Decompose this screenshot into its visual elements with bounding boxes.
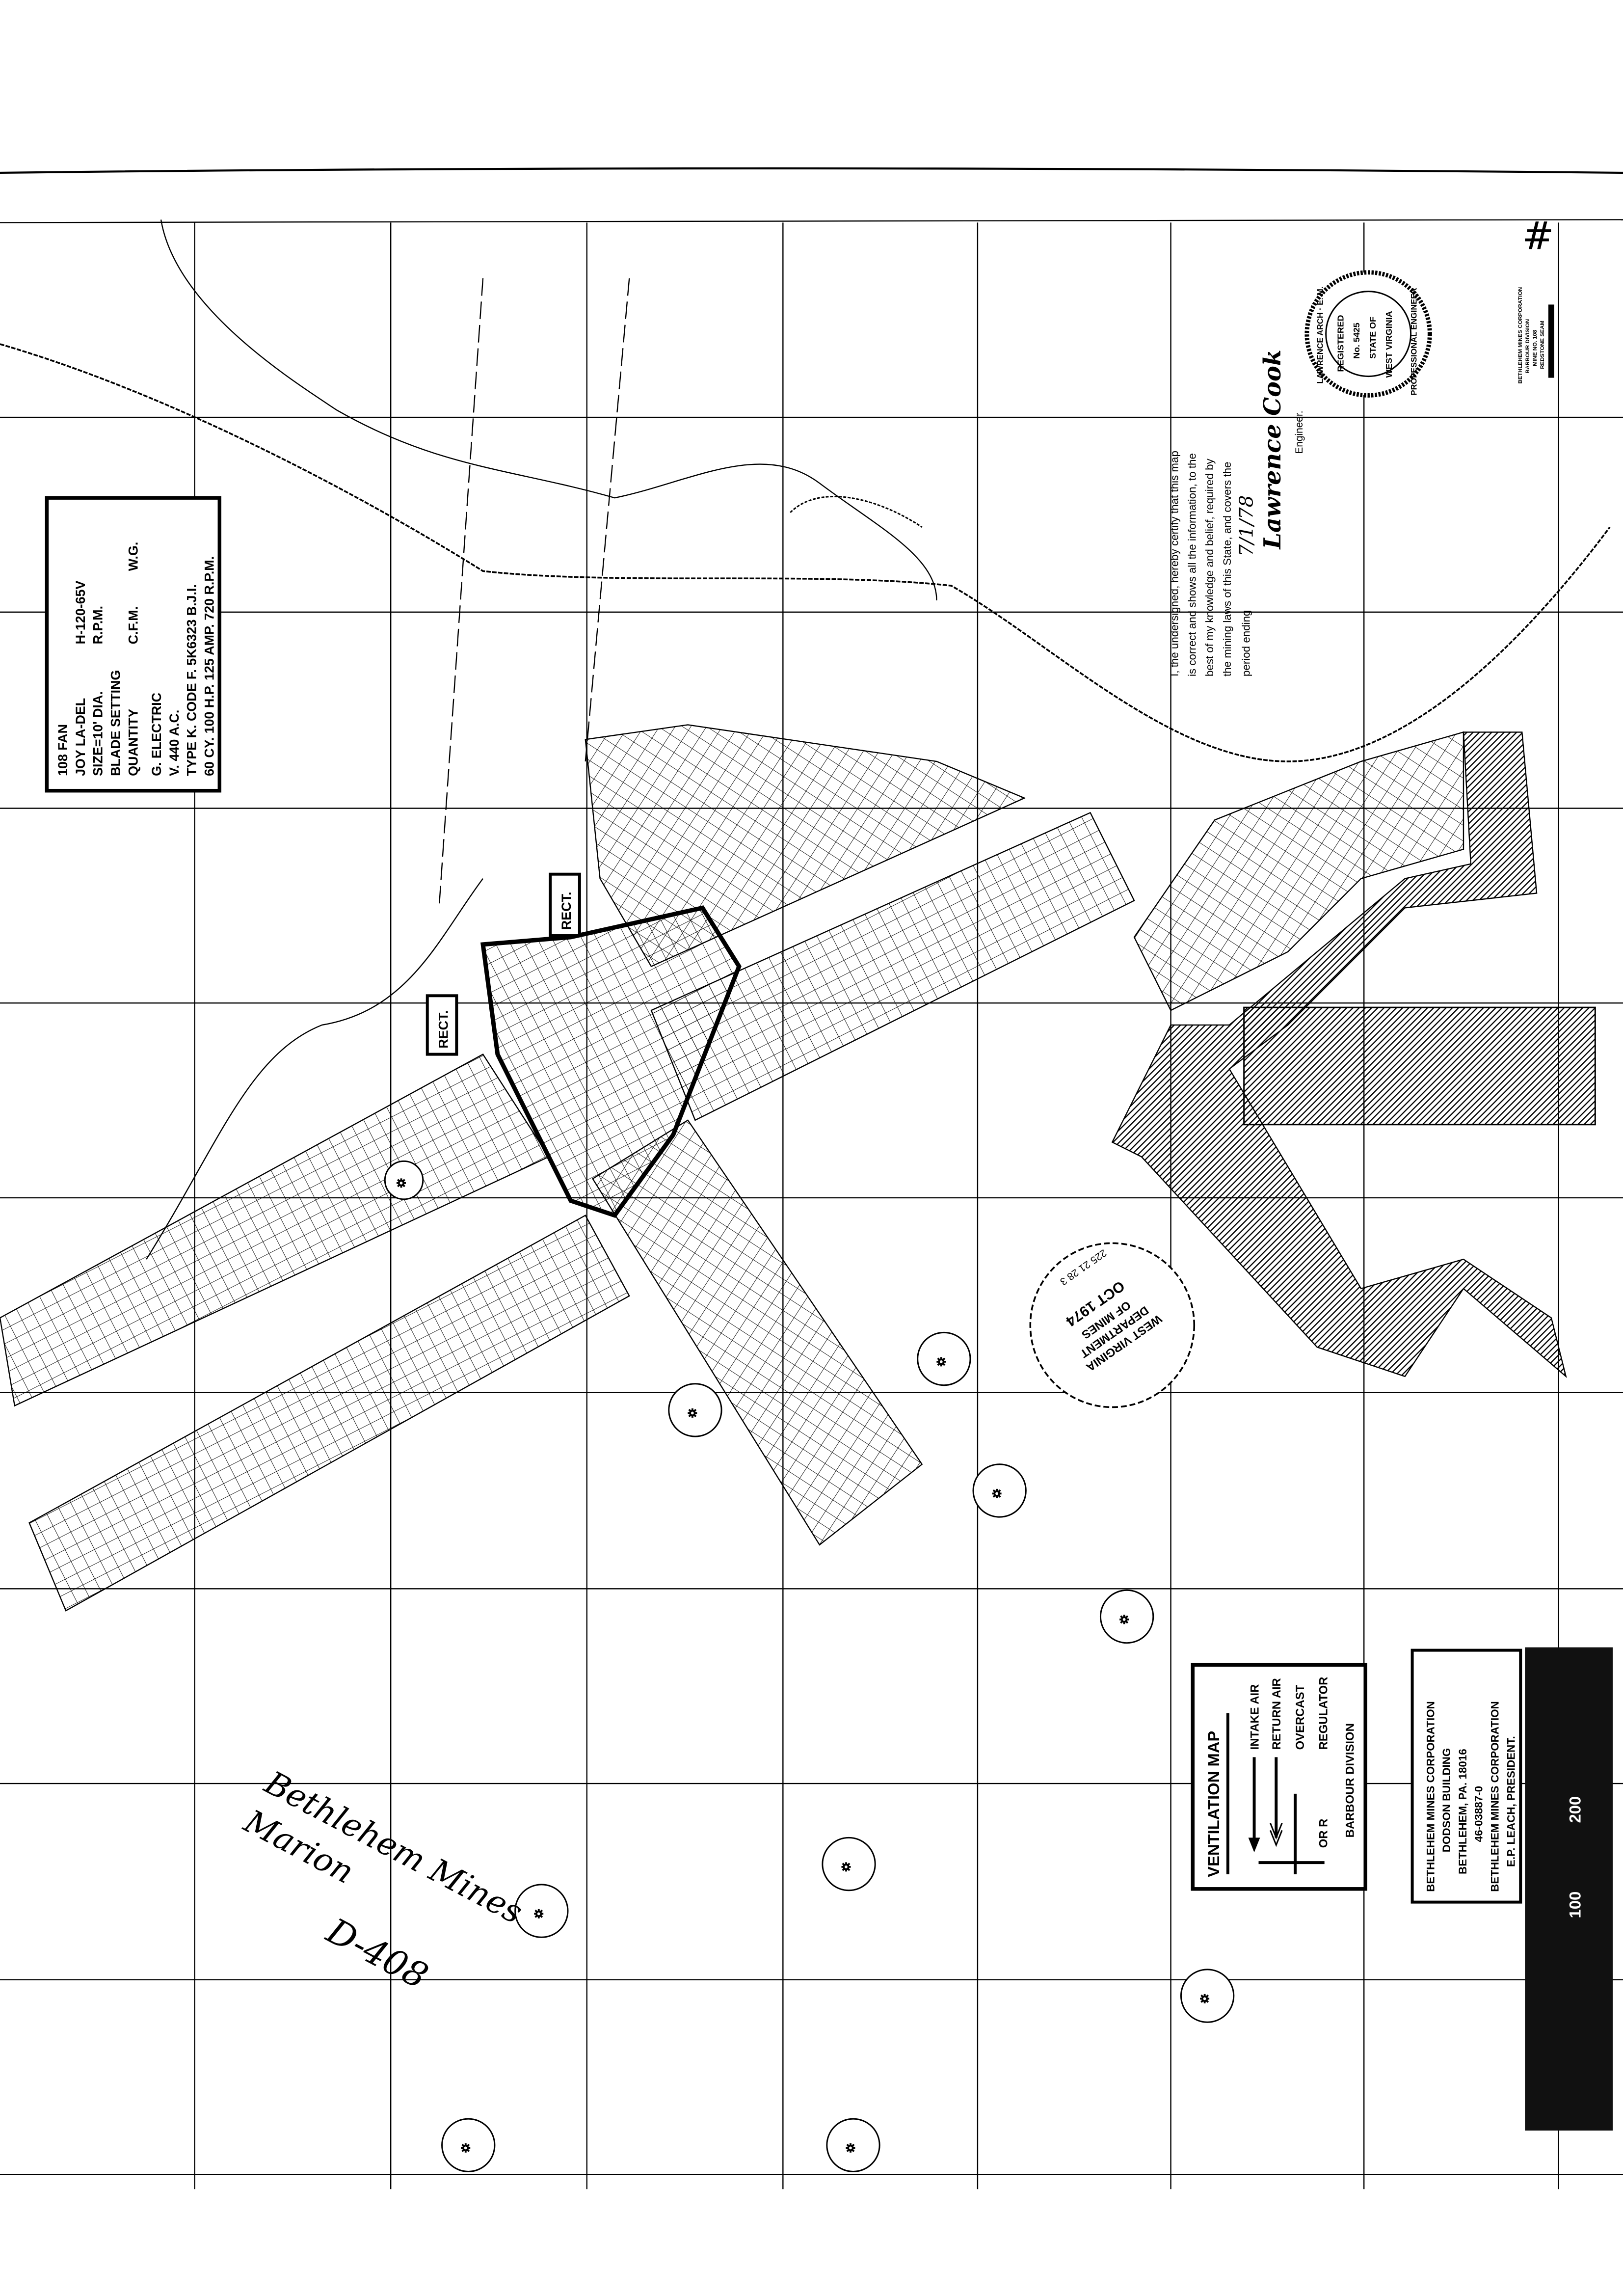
- svg-text:REGULATOR: REGULATOR: [1317, 1677, 1330, 1750]
- motor-voltage: V. 440 A.C.: [167, 710, 182, 776]
- fan-symbol-icon: ☼: [514, 1884, 569, 1938]
- fan-symbol-icon: ☼: [668, 1383, 722, 1437]
- svg-text:LAWRENCE ARCH · E. M.: LAWRENCE ARCH · E. M.: [1316, 287, 1325, 384]
- svg-text:☼: ☼: [845, 2139, 857, 2154]
- scale-bar: 100 200: [1525, 1647, 1613, 2131]
- svg-text:BETHLEHEM MINES CORPORATION: BETHLEHEM MINES CORPORATION: [1489, 1701, 1501, 1891]
- svg-text:RECT.: RECT.: [559, 892, 574, 930]
- mine-workings: [0, 724, 1596, 1612]
- cert-date: 7/1/78: [1236, 495, 1258, 557]
- svg-text:OR R: OR R: [1317, 1819, 1330, 1848]
- svg-text:E.P. LEACH, PRESIDENT.: E.P. LEACH, PRESIDENT.: [1505, 1736, 1517, 1867]
- cert-line: best of my knowledge and belief, require…: [1203, 458, 1216, 676]
- workings-south-entries: [592, 1119, 923, 1546]
- svg-text:☼: ☼: [1198, 1990, 1211, 2004]
- engineer-certification: I, the undersigned, hereby certify that …: [1168, 350, 1304, 676]
- svg-text:☼: ☼: [935, 1353, 947, 1368]
- cert-line: the mining laws of this State, and cover…: [1221, 462, 1233, 677]
- department-of-mines-stamp: WEST VIRGINIA DEPARTMENT OF MINES OCT 19…: [1029, 1242, 1196, 1408]
- fan-symbol-icon: ☼: [384, 1160, 424, 1200]
- rectifier-label: RECT.: [426, 994, 458, 1056]
- fan-rpm-label: R.P.M.: [91, 606, 106, 645]
- svg-text:REGISTERED: REGISTERED: [1335, 315, 1345, 372]
- svg-text:☼: ☼: [459, 2139, 472, 2154]
- svg-text:STATE OF: STATE OF: [1368, 317, 1378, 359]
- fan-symbol-icon: ☼: [1180, 1969, 1235, 2023]
- fan-symbols: ☼ ☼ ☼ ☼ ☼ ☼ ☼ ☼ ☼ ☼: [384, 1160, 1235, 2172]
- workings-southwest-entries: [28, 1215, 630, 1612]
- cert-line: is correct and shows all the information…: [1186, 453, 1198, 676]
- svg-text:PROFESSIONAL ENGINEER: PROFESSIONAL ENGINEER: [1410, 288, 1419, 395]
- fan-quantity: QUANTITY: [126, 709, 140, 776]
- svg-text:D-408: D-408: [319, 1910, 434, 1997]
- svg-text:BETHLEHEM, PA. 18016: BETHLEHEM, PA. 18016: [1457, 1749, 1469, 1874]
- svg-text:WEST VIRGINIA: WEST VIRGINIA: [1384, 311, 1394, 378]
- svg-text:☼: ☼: [687, 1404, 699, 1419]
- svg-text:BARBOUR DIVISION: BARBOUR DIVISION: [1525, 319, 1531, 374]
- motor-make: G. ELECTRIC: [149, 693, 164, 776]
- return-air-arrow-icon: [1269, 1757, 1283, 1847]
- railroad-line: [0, 343, 1611, 762]
- scale-label: 200: [1566, 1796, 1584, 1823]
- motor-type: TYPE K. CODE F. 5K6323 B.J.I.: [185, 584, 199, 776]
- ventilation-legend: VENTILATION MAP INTAKE AIR RETURN AIR OV…: [1191, 1663, 1367, 1891]
- professional-engineer-seal: LAWRENCE ARCH · E. M. REGISTERED No. 542…: [1304, 270, 1432, 398]
- svg-text:No. 5425: No. 5425: [1352, 323, 1361, 359]
- intake-air-arrow-icon: [1248, 1757, 1260, 1853]
- svg-text:BETHLEHEM MINES CORPORATION: BETHLEHEM MINES CORPORATION: [1424, 1701, 1437, 1891]
- svg-text:46-03887-0: 46-03887-0: [1473, 1786, 1485, 1842]
- coordinate-grid: [0, 167, 1623, 2189]
- fan-symbol-icon: ☼: [1099, 1589, 1154, 1644]
- fan-cfm-label: C.F.M.: [126, 606, 140, 645]
- svg-text:MINE NO. 108: MINE NO. 108: [1532, 330, 1538, 366]
- fan-info-box: 108 FAN JOY LA-DEL H-120-65V SIZE=10' DI…: [45, 496, 222, 793]
- fan-symbol-icon: ☼: [917, 1331, 971, 1386]
- rectifier-label: RECT.: [549, 872, 581, 937]
- fan-size: SIZE=10' DIA.: [91, 691, 106, 776]
- handwritten-annotation: Bethlehem Mines Marion D-408: [238, 1764, 529, 1997]
- svg-text:BETHLEHEM MINES CORPORATION: BETHLEHEM MINES CORPORATION: [1517, 287, 1523, 384]
- scale-label: 100: [1566, 1891, 1584, 1918]
- fan-model: H-120-65V: [73, 581, 88, 645]
- legend-title: VENTILATION MAP: [1204, 1731, 1223, 1877]
- fan-symbol-icon: ☼: [822, 1837, 876, 1891]
- corner-handwritten-mark: #: [1522, 214, 1554, 258]
- svg-text:INTAKE AIR: INTAKE AIR: [1248, 1684, 1261, 1750]
- cert-line: I, the undersigned, hereby certify that …: [1168, 451, 1180, 676]
- fan-blade-setting: BLADE SETTING: [108, 670, 123, 776]
- fan-symbol-icon: ☼: [826, 2118, 880, 2172]
- svg-text:OVERCAST: OVERCAST: [1294, 1684, 1307, 1750]
- stream-line: [160, 219, 937, 600]
- svg-text:☼: ☼: [991, 1485, 1003, 1499]
- workings-north-panel: [585, 724, 1026, 968]
- svg-text:REDSTONE SEAM: REDSTONE SEAM: [1540, 321, 1545, 369]
- surface-features: [0, 219, 1611, 1260]
- corner-title-block: BETHLEHEM MINES CORPORATION BARBOUR DIVI…: [1517, 214, 1554, 383]
- company-title-block: BETHLEHEM MINES CORPORATION DODSON BUILD…: [1410, 1648, 1522, 1904]
- workings-east-town: [1133, 731, 1464, 1011]
- road-line: [146, 878, 484, 1260]
- svg-text:☼: ☼: [840, 1858, 852, 1873]
- svg-text:DODSON BUILDING: DODSON BUILDING: [1440, 1748, 1453, 1852]
- svg-text:RECT.: RECT.: [436, 1010, 451, 1049]
- motor-rating: 60 CY. 100 H.P. 125 AMP. 720 R.P.M.: [202, 556, 216, 776]
- svg-text:☼: ☼: [395, 1174, 407, 1189]
- workings-main-section: [480, 905, 742, 1218]
- property-line: [438, 278, 630, 908]
- fan-wg-label: W.G.: [126, 542, 140, 571]
- overcast-icon: [1258, 1793, 1325, 1874]
- fan-make: JOY LA-DEL: [73, 698, 88, 776]
- photo-inset: [1243, 1006, 1596, 1126]
- engineer-signature: Lawrence Cook: [1259, 350, 1286, 550]
- fan-title: 108 FAN: [55, 724, 70, 776]
- svg-text:☼: ☼: [1118, 1611, 1130, 1625]
- svg-text:RETURN AIR: RETURN AIR: [1270, 1678, 1283, 1750]
- svg-text:BARBOUR DIVISION: BARBOUR DIVISION: [1343, 1723, 1357, 1837]
- cert-line: period ending: [1240, 610, 1252, 677]
- fan-symbol-icon: ☼: [441, 2118, 496, 2172]
- svg-text:☼: ☼: [532, 1905, 545, 1919]
- fan-symbol-icon: ☼: [972, 1463, 1027, 1518]
- engineer-label: Engineer.: [1294, 410, 1305, 454]
